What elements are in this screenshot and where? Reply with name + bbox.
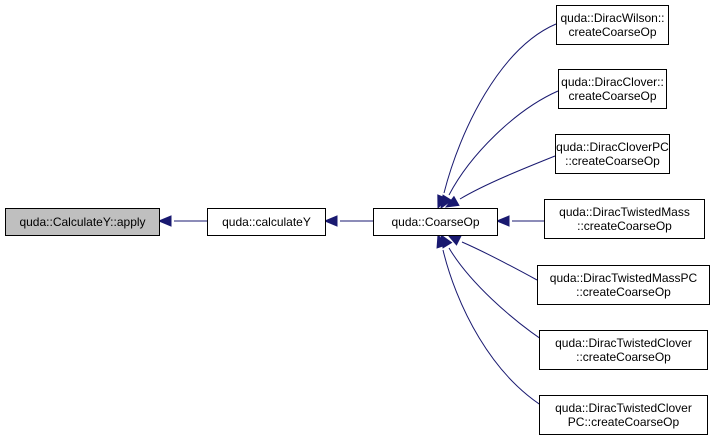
edge-line bbox=[461, 241, 538, 281]
node-twistedMass[interactable]: quda::DiracTwistedMass::createCoarseOp bbox=[544, 199, 705, 239]
edge-twistedMass-to-coarseOp bbox=[495, 215, 544, 227]
node-label: ::createCoarseOp bbox=[576, 285, 671, 299]
edge-line bbox=[443, 23, 557, 194]
node-label: quda::calculateY bbox=[222, 215, 311, 229]
node-twistedMassPC[interactable]: quda::DiracTwistedMassPC::createCoarseOp bbox=[537, 265, 710, 305]
node-label: createCoarseOp bbox=[568, 25, 656, 39]
edge-clover-to-coarseOp bbox=[440, 90, 559, 210]
node-box bbox=[544, 199, 705, 239]
node-label: quda::DiracTwistedClover bbox=[555, 401, 692, 415]
edge-cloverPC-to-coarseOp bbox=[444, 155, 556, 208]
node-cloverPC[interactable]: quda::DiracCloverPC::createCoarseOp bbox=[555, 134, 670, 174]
node-label: quda::DiracClover:: bbox=[561, 75, 664, 89]
node-label: ::createCoarseOp bbox=[565, 154, 660, 168]
node-label: createCoarseOp bbox=[568, 89, 656, 103]
node-label: PC::createCoarseOp bbox=[568, 415, 680, 429]
node-box bbox=[558, 69, 667, 109]
node-label: quda::DiracWilson:: bbox=[560, 11, 664, 25]
node-box bbox=[537, 265, 710, 305]
node-calculateY[interactable]: quda::calculateY bbox=[207, 208, 326, 236]
arrow-head-icon bbox=[323, 215, 338, 227]
edge-line bbox=[442, 249, 557, 415]
node-clover[interactable]: quda::DiracClover::createCoarseOp bbox=[558, 69, 667, 109]
node-apply[interactable]: quda::CalculateY::apply bbox=[5, 208, 160, 236]
node-label: quda::DiracTwistedClover bbox=[555, 336, 692, 350]
node-box bbox=[556, 5, 669, 45]
arrow-head-icon bbox=[436, 233, 448, 249]
node-wilson[interactable]: quda::DiracWilson::createCoarseOp bbox=[556, 5, 669, 45]
node-label: ::createCoarseOp bbox=[576, 350, 671, 364]
node-label: quda::CoarseOp bbox=[391, 215, 479, 229]
node-box bbox=[555, 134, 670, 174]
arrow-head-icon bbox=[444, 195, 460, 208]
arrow-head-icon bbox=[440, 194, 453, 210]
node-label: quda::DiracCloverPC bbox=[556, 140, 669, 154]
node-box bbox=[207, 208, 326, 236]
node-twistedClover[interactable]: quda::DiracTwistedClover::createCoarseOp bbox=[539, 330, 708, 370]
node-twistedCloverPC[interactable]: quda::DiracTwistedCloverPC::createCoarse… bbox=[539, 395, 708, 435]
node-box bbox=[5, 208, 160, 236]
node-box bbox=[373, 208, 498, 236]
node-box bbox=[539, 330, 708, 370]
arrow-head-icon bbox=[495, 215, 510, 227]
node-box bbox=[539, 395, 708, 435]
node-label: quda::CalculateY::apply bbox=[19, 215, 145, 229]
node-label: quda::DiracTwistedMass bbox=[559, 205, 690, 219]
edge-calculateY-to-apply bbox=[157, 215, 207, 227]
node-label: ::createCoarseOp bbox=[577, 219, 672, 233]
edge-twistedMassPC-to-coarseOp bbox=[446, 234, 538, 281]
edge-coarseOp-to-calculateY bbox=[323, 215, 373, 227]
edge-line bbox=[448, 90, 559, 196]
node-label: quda::DiracTwistedMassPC bbox=[550, 271, 698, 285]
edge-line bbox=[459, 155, 556, 200]
node-coarseOp[interactable]: quda::CoarseOp bbox=[373, 208, 498, 236]
edge-twistedCloverPC-to-coarseOp bbox=[436, 233, 557, 415]
arrow-head-icon bbox=[157, 215, 172, 227]
